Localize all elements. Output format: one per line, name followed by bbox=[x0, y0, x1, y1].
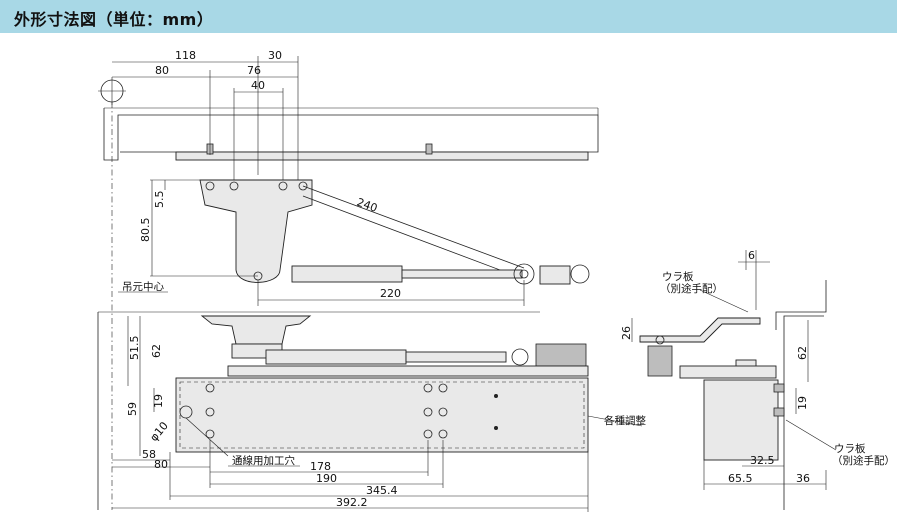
dim-phi-10: φ10 bbox=[147, 419, 171, 444]
side-view: 6 ウラ板 （別途手配） 26 62 19 ウラ板 （別途手配） 32.5 65… bbox=[620, 249, 895, 510]
adjustments-label: 各種調整 bbox=[604, 414, 646, 427]
dim-190: 190 bbox=[316, 472, 337, 485]
dim-30: 30 bbox=[268, 49, 282, 62]
hanger-center-label: 吊元中心 bbox=[122, 280, 164, 293]
closer-body-plan bbox=[175, 377, 589, 453]
dim-5-5: 5.5 bbox=[153, 191, 166, 209]
dim-62: 62 bbox=[150, 344, 163, 358]
plan-view: 51.5 62 19 59 φ10 58 80 178 190 345.4 39… bbox=[97, 311, 646, 512]
closer-end-profile bbox=[703, 379, 779, 461]
dim-26: 26 bbox=[620, 326, 633, 340]
dim-80-5: 80.5 bbox=[139, 218, 152, 243]
closer-body bbox=[175, 151, 589, 161]
dim-51-5: 51.5 bbox=[128, 336, 141, 361]
dim-80-plan: 80 bbox=[154, 458, 168, 471]
dim-32-5: 32.5 bbox=[750, 454, 775, 467]
arm-side bbox=[265, 349, 407, 365]
forearm-cylinder bbox=[291, 265, 403, 283]
arm-profile bbox=[639, 317, 761, 343]
dim-65-5: 65.5 bbox=[728, 472, 753, 485]
top-view: 118 30 80 76 40 5.5 80.5 240 220 吊元中心 bbox=[98, 49, 599, 510]
dim-80: 80 bbox=[155, 64, 169, 77]
separate-order-label-top: （別途手配） bbox=[660, 282, 723, 295]
page-title: 外形寸法図（単位：mm） bbox=[14, 10, 214, 29]
dim-220: 220 bbox=[380, 287, 401, 300]
dim-392-2: 392.2 bbox=[336, 496, 368, 509]
dim-240: 240 bbox=[355, 196, 379, 215]
dim-345-4: 345.4 bbox=[366, 484, 398, 497]
backing-plate-label-top: ウラ板 bbox=[662, 270, 694, 283]
dim-178: 178 bbox=[310, 460, 331, 473]
door-frame bbox=[103, 108, 599, 161]
bracket-side bbox=[200, 315, 312, 345]
dim-19: 19 bbox=[152, 394, 165, 408]
closer-bracket bbox=[199, 179, 313, 283]
dim-59: 59 bbox=[126, 402, 139, 416]
dim-62-side: 62 bbox=[796, 346, 809, 360]
dim-76: 76 bbox=[247, 64, 261, 77]
dim-40: 40 bbox=[251, 79, 265, 92]
dim-19-side: 19 bbox=[796, 396, 809, 410]
main-arm bbox=[302, 185, 525, 269]
dim-36: 36 bbox=[796, 472, 810, 485]
header-bar: 外形寸法図（単位：mm） bbox=[0, 0, 897, 33]
dim-58: 58 bbox=[142, 448, 156, 461]
dim-118: 118 bbox=[175, 49, 196, 62]
separate-order-label-bottom: （別途手配） bbox=[832, 454, 895, 467]
wiring-hole-label: 通線用加工穴 bbox=[232, 454, 295, 467]
backing-plate-label-bottom: ウラ板 bbox=[834, 442, 866, 455]
dim-6: 6 bbox=[748, 249, 755, 262]
